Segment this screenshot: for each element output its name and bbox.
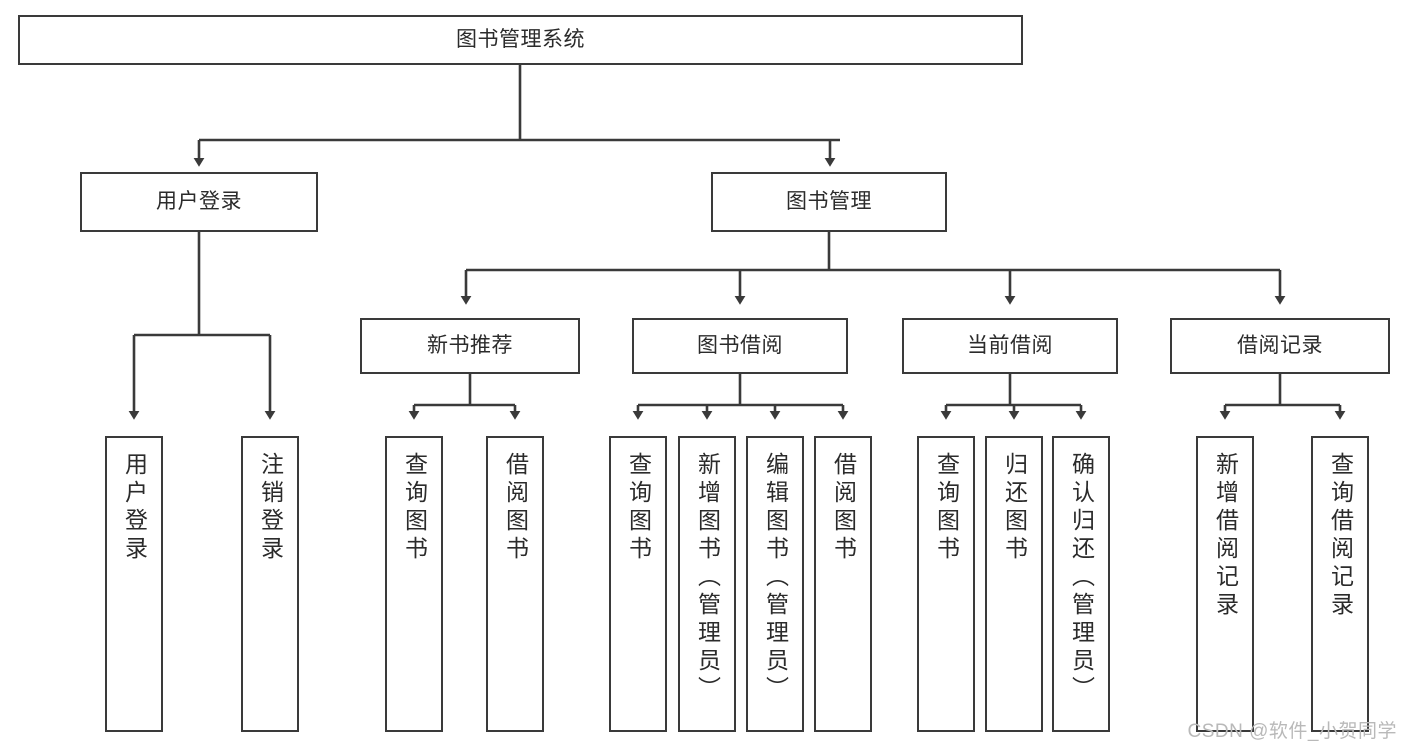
- node-label: 注销登录: [257, 452, 284, 564]
- node-book-management[interactable]: 图书管理: [711, 172, 947, 232]
- leaf-borrow-book-recommend[interactable]: 借阅图书: [486, 436, 544, 732]
- leaf-user-login[interactable]: 用户登录: [105, 436, 163, 732]
- node-label: 归还图书: [1001, 452, 1028, 564]
- node-label: 图书管理系统: [456, 27, 585, 51]
- leaf-confirm-return-admin[interactable]: 确认归还（管理员）: [1052, 436, 1110, 732]
- leaf-query-book-current[interactable]: 查询图书: [917, 436, 975, 732]
- node-root-system[interactable]: 图书管理系统: [18, 15, 1023, 65]
- node-label: 当前借阅: [967, 333, 1053, 357]
- node-label: 查询借阅记录: [1327, 452, 1354, 620]
- node-label: 用户登录: [121, 452, 148, 564]
- node-label: 查询图书: [401, 452, 428, 564]
- node-user-login[interactable]: 用户登录: [80, 172, 318, 232]
- node-label: 编辑图书（管理员）: [762, 452, 789, 704]
- leaf-add-book-admin[interactable]: 新增图书（管理员）: [678, 436, 736, 732]
- leaf-borrow-book[interactable]: 借阅图书: [814, 436, 872, 732]
- leaf-user-logout[interactable]: 注销登录: [241, 436, 299, 732]
- node-label: 图书借阅: [697, 333, 783, 357]
- leaf-query-book-recommend[interactable]: 查询图书: [385, 436, 443, 732]
- node-book-borrow[interactable]: 图书借阅: [632, 318, 848, 374]
- node-label: 新书推荐: [427, 333, 513, 357]
- leaf-return-book[interactable]: 归还图书: [985, 436, 1043, 732]
- leaf-edit-book-admin[interactable]: 编辑图书（管理员）: [746, 436, 804, 732]
- leaf-add-borrow-record[interactable]: 新增借阅记录: [1196, 436, 1254, 732]
- node-label: 借阅图书: [502, 452, 529, 564]
- node-label: 借阅记录: [1237, 333, 1323, 357]
- node-current-borrow[interactable]: 当前借阅: [902, 318, 1118, 374]
- node-label: 用户登录: [156, 189, 242, 213]
- node-label: 查询图书: [625, 452, 652, 564]
- node-new-book-recommend[interactable]: 新书推荐: [360, 318, 580, 374]
- leaf-query-borrow-record[interactable]: 查询借阅记录: [1311, 436, 1369, 732]
- leaf-query-book-borrow[interactable]: 查询图书: [609, 436, 667, 732]
- node-label: 图书管理: [786, 189, 872, 213]
- node-label: 新增图书（管理员）: [694, 452, 721, 704]
- node-label: 新增借阅记录: [1212, 452, 1239, 620]
- node-label: 确认归还（管理员）: [1068, 452, 1095, 704]
- node-label: 借阅图书: [830, 452, 857, 564]
- node-label: 查询图书: [933, 452, 960, 564]
- node-borrow-records[interactable]: 借阅记录: [1170, 318, 1390, 374]
